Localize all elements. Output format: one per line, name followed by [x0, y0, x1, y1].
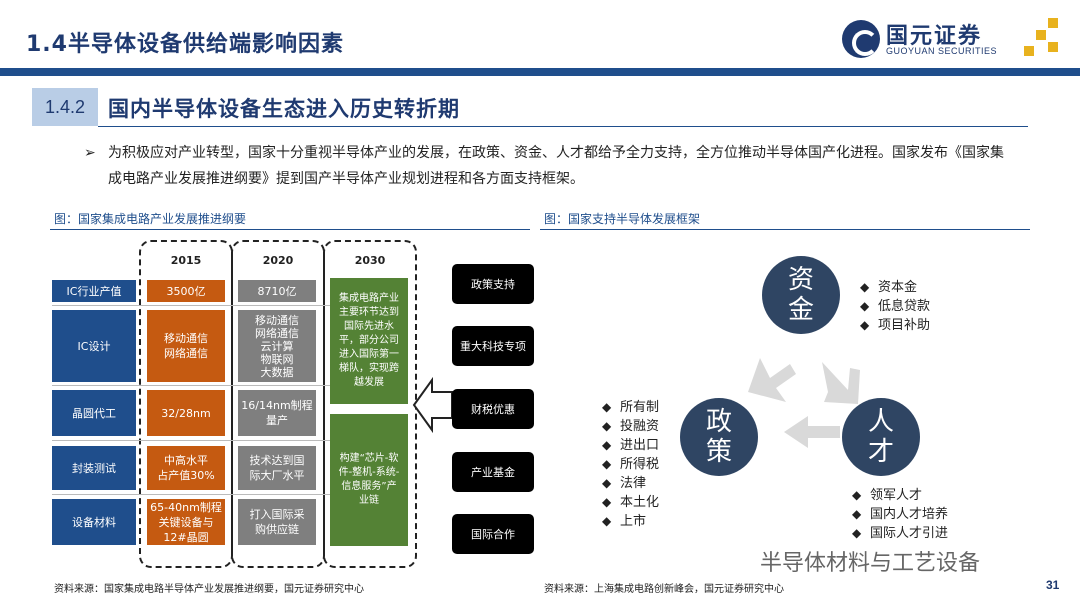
left-caption-line [50, 229, 530, 230]
policy-box: 重大科技专项 [452, 326, 534, 366]
logo-square-icon [1024, 46, 1034, 56]
cycle-arrows [748, 358, 860, 448]
talent-node: 人 才 [842, 398, 920, 476]
left-arrow-icon [412, 376, 453, 434]
cell-2015-foundry: 32/28nm [147, 390, 225, 436]
row-label: IC行业产值 [52, 280, 136, 302]
policy-list: ◆所有制 ◆投融资 ◆进出口 ◆所得税 ◆法律 ◆本土化 ◆上市 [602, 398, 659, 531]
list-item: ◆国际人才引进 [852, 526, 949, 541]
right-figure-caption: 图：国家支持半导体发展框架 [544, 212, 701, 226]
cell-2015-output: 3500亿 [147, 280, 225, 302]
list-item: ◆所得税 [602, 457, 660, 472]
row-divider [52, 305, 408, 306]
arrow-talent-to-policy-icon [784, 416, 840, 448]
list-item: ◆所有制 [602, 400, 660, 415]
list-item: ◆本土化 [602, 495, 660, 510]
cell-2020-design: 移动通信 网络通信 云计算 物联网 大数据 [238, 310, 316, 382]
row-divider [52, 385, 408, 386]
row-divider [52, 440, 408, 441]
logo-square-icon [1036, 30, 1046, 40]
list-item: ◆项目补助 [860, 318, 931, 333]
logo-chinese-name: 国元证券 [886, 24, 983, 49]
header-divider [0, 68, 1080, 76]
row-divider [52, 494, 408, 495]
list-item: ◆低息贷款 [860, 299, 931, 314]
section-underline [98, 126, 1028, 127]
right-source-note: 资料来源：上海集成电路创新峰会，国元证券研究中心 [544, 584, 784, 595]
arrow-policy-to-capital-icon [748, 358, 796, 402]
cell-2015-packaging: 中高水平 占产值30% [147, 446, 225, 490]
intro-text: 为积极应对产业转型，国家十分重视半导体产业的发展，在政策、资金、人才都给予全力支… [108, 145, 1004, 187]
logo-square-icon [1048, 42, 1058, 52]
cell-2020-output: 8710亿 [238, 280, 316, 302]
list-item: ◆法律 [602, 476, 647, 491]
arrow-capital-to-talent-icon [822, 362, 860, 404]
diamond-bullet-icon: ◆ [602, 476, 612, 490]
capital-list: ◆资本金 ◆低息贷款 ◆项目补助 [860, 278, 930, 335]
diamond-bullet-icon: ◆ [602, 457, 612, 471]
diamond-bullet-icon: ◆ [602, 438, 612, 452]
cell-2030-goal: 集成电路产业主要环节达到国际先进水平，部分公司进入国际第一梯队，实现跨越发展 [330, 278, 408, 404]
page-title: 1.4半导体设备供给端影响因素 [26, 32, 344, 57]
diamond-bullet-icon: ◆ [860, 299, 870, 313]
diamond-bullet-icon: ◆ [860, 318, 870, 332]
intro-paragraph: ➢ 为积极应对产业转型，国家十分重视半导体产业的发展，在政策、资金、人才都给予全… [84, 140, 1014, 192]
section-number: 1.4.2 [32, 88, 98, 126]
section-title: 国内半导体设备生态进入历史转折期 [108, 97, 460, 121]
policy-node: 政 策 [680, 398, 758, 476]
cell-2020-equipment: 打入国际采 购供应链 [238, 499, 316, 545]
watermark: 半导体材料与工艺设备 [760, 551, 981, 576]
talent-list: ◆领军人才 ◆国内人才培养 ◆国际人才引进 [852, 486, 948, 543]
cell-2015-equipment: 65-40nm制程 关键设备与 12#晶圆 [147, 499, 225, 545]
company-logo: 国元证券 GUOYUAN SECURITIES [842, 18, 1062, 64]
list-item: ◆国内人才培养 [852, 507, 949, 522]
row-label: 晶圆代工 [52, 390, 136, 436]
right-caption-line [540, 229, 1030, 230]
logo-english-name: GUOYUAN SECURITIES [886, 46, 998, 56]
diamond-bullet-icon: ◆ [602, 514, 612, 528]
cell-2030-chain: 构建“芯片-软件-整机-系统-信息服务”产业链 [330, 414, 408, 546]
policy-box: 财税优惠 [452, 389, 534, 429]
row-label: IC设计 [52, 310, 136, 382]
year-label: 2030 [354, 254, 386, 267]
list-item: ◆领军人才 [852, 488, 923, 503]
diamond-bullet-icon: ◆ [860, 280, 870, 294]
cell-2020-packaging: 技术达到国 际大厂水平 [238, 446, 316, 490]
logo-square-icon [1048, 18, 1058, 28]
year-label: 2015 [170, 254, 202, 267]
diamond-bullet-icon: ◆ [602, 400, 612, 414]
diamond-bullet-icon: ◆ [852, 526, 862, 540]
diamond-bullet-icon: ◆ [602, 495, 612, 509]
logo-emblem-icon [842, 20, 880, 58]
policy-box: 产业基金 [452, 452, 534, 492]
cell-2020-foundry: 16/14nm制程 量产 [238, 390, 316, 436]
list-item: ◆资本金 [860, 280, 918, 295]
row-label: 封装测试 [52, 446, 136, 490]
left-source-note: 资料来源：国家集成电路半导体产业发展推进纲要，国元证券研究中心 [54, 584, 364, 595]
left-figure-caption: 图：国家集成电路产业发展推进纲要 [54, 212, 247, 226]
diamond-bullet-icon: ◆ [602, 419, 612, 433]
cell-2015-design: 移动通信 网络通信 [147, 310, 225, 382]
list-item: ◆投融资 [602, 419, 660, 434]
list-item: ◆上市 [602, 514, 647, 529]
year-label: 2020 [262, 254, 294, 267]
diamond-bullet-icon: ◆ [852, 488, 862, 502]
row-label: 设备材料 [52, 499, 136, 545]
policy-box: 国际合作 [452, 514, 534, 554]
policy-box: 政策支持 [452, 264, 534, 304]
list-item: ◆进出口 [602, 438, 660, 453]
diamond-bullet-icon: ◆ [852, 507, 862, 521]
page-number: 31 [1046, 578, 1060, 592]
arrow-bullet-icon: ➢ [84, 145, 96, 161]
capital-node: 资 金 [762, 256, 840, 334]
